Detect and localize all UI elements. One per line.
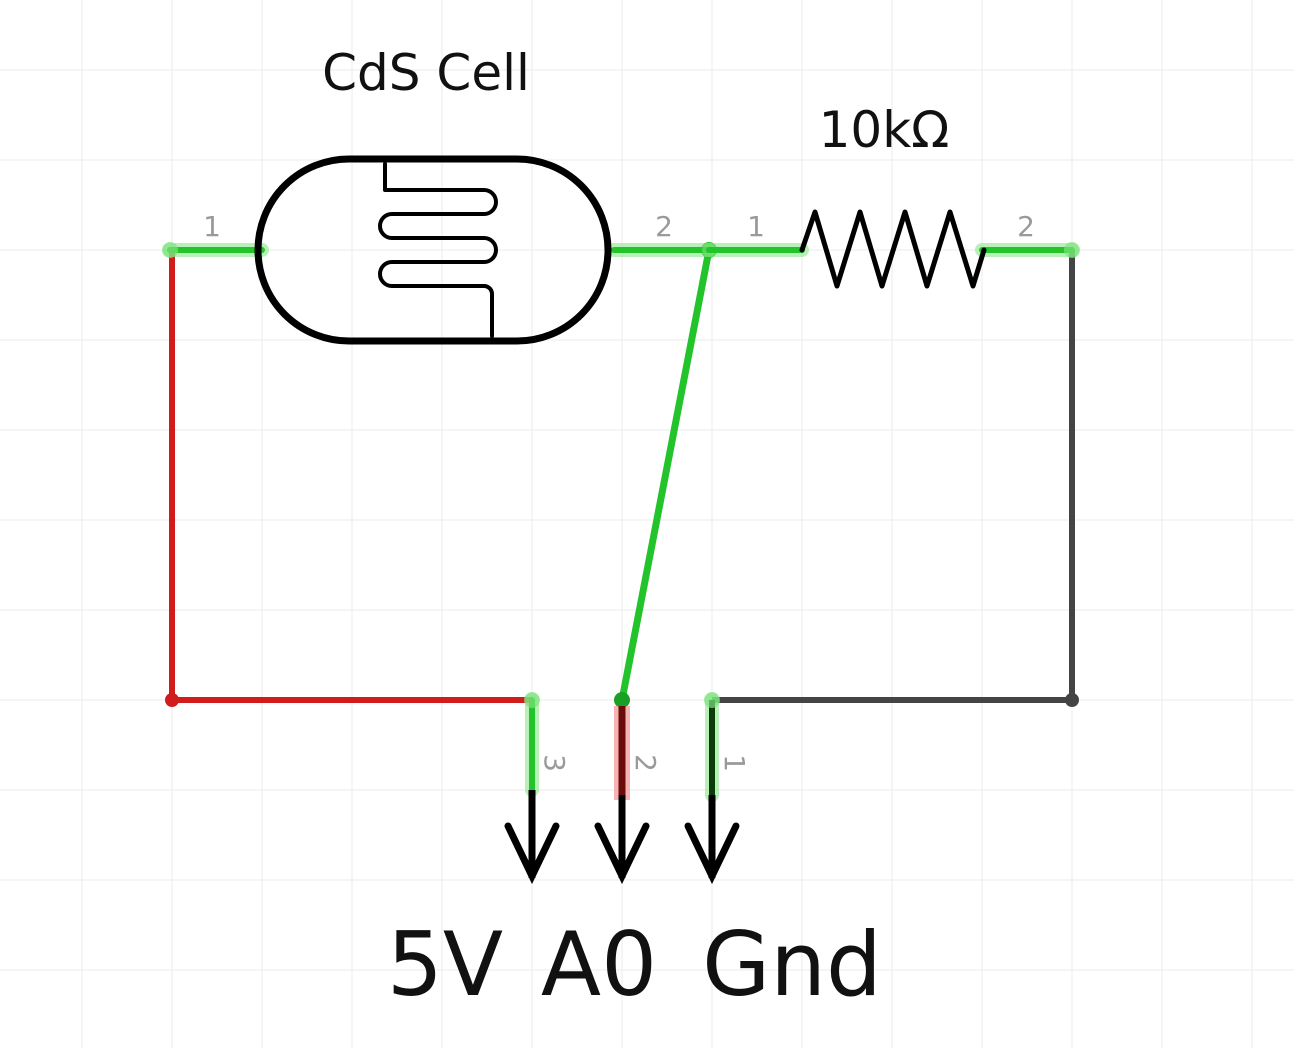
terminal-a0-arrow-head xyxy=(594,822,650,885)
terminal-gnd-arrow-head xyxy=(684,822,740,885)
terminal-5v[interactable]: 3 5V xyxy=(387,692,571,1016)
terminal-5v-arrow-head xyxy=(504,822,560,885)
cds-cell-body xyxy=(254,155,612,345)
resistor-pin2-end xyxy=(1064,242,1080,258)
cds-pin1-end xyxy=(162,242,178,258)
power-wire-bend-node xyxy=(165,693,179,707)
terminal-gnd-pin-number: 1 xyxy=(718,754,751,772)
cds-cell-label: CdS Cell xyxy=(322,44,530,102)
signal-wire-node-bottom xyxy=(614,692,630,708)
cds-pin2-number: 2 xyxy=(655,210,673,243)
terminal-gnd-label: Gnd xyxy=(702,913,882,1016)
resistor-label: 10kΩ xyxy=(819,101,950,159)
cds-pin1-number: 1 xyxy=(203,210,221,243)
signal-wire[interactable] xyxy=(618,246,713,704)
resistor-pin1-number: 1 xyxy=(747,210,765,243)
terminal-a0[interactable]: 2 A0 xyxy=(541,706,662,1016)
terminal-5v-pin-number: 3 xyxy=(538,754,571,772)
ground-wire-bend-node xyxy=(1065,693,1079,707)
terminal-a0-label: A0 xyxy=(541,913,657,1016)
terminal-5v-pin-end xyxy=(524,692,540,708)
cds-cell[interactable]: CdS Cell 1 2 xyxy=(162,44,716,345)
terminal-gnd[interactable]: 1 Gnd xyxy=(684,692,882,1016)
terminal-5v-label: 5V xyxy=(387,913,503,1016)
resistor-zigzag xyxy=(799,209,987,289)
wires xyxy=(165,242,1079,708)
resistor[interactable]: 10kΩ 1 2 xyxy=(702,101,1080,289)
terminal-a0-pin-number: 2 xyxy=(629,754,662,772)
terminal-gnd-pin-end xyxy=(704,692,720,708)
cds-cell-serpentine-track xyxy=(378,162,498,338)
resistor-pin2-number: 2 xyxy=(1017,210,1035,243)
